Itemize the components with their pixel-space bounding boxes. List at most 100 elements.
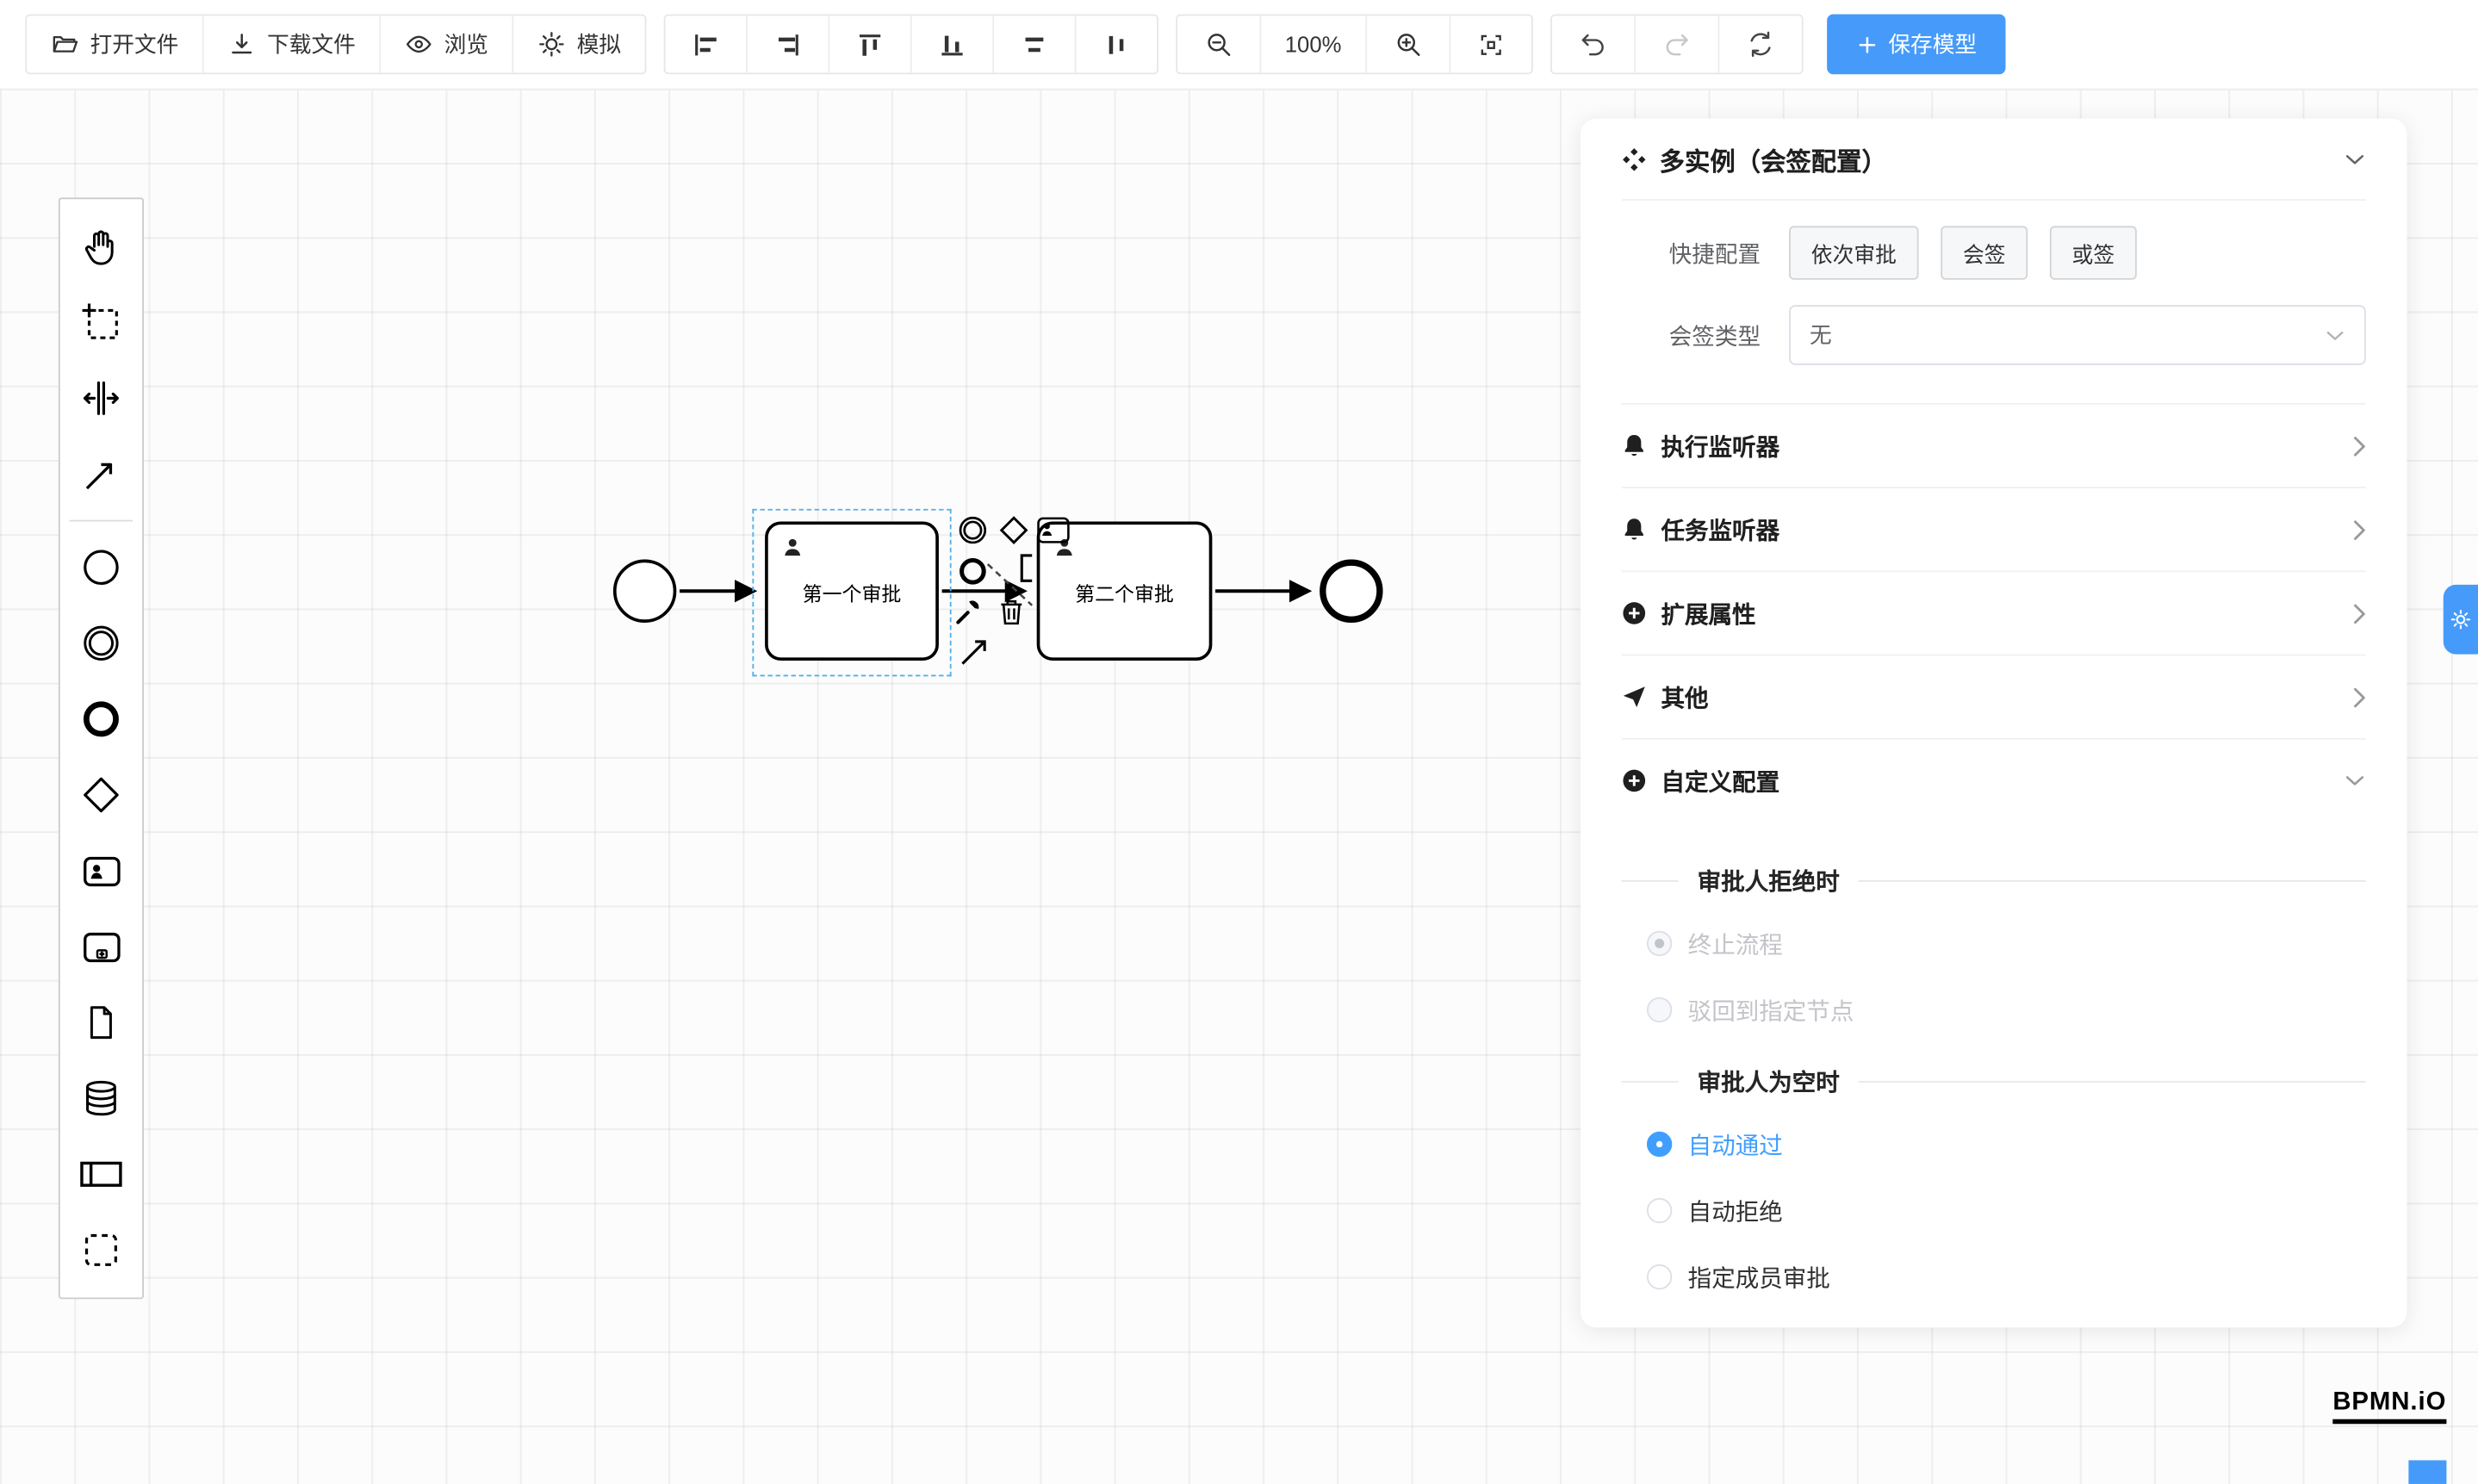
user-icon [780,536,804,564]
empty-divider-title: 审批人为空时 [1697,1070,1840,1097]
plus-circle-icon [1622,768,1647,793]
space-tool[interactable] [65,362,137,434]
zoom-in-icon [1394,30,1422,59]
align-center-horizontal-button[interactable] [994,16,1077,73]
download-file-label: 下载文件 [267,31,356,58]
create-start-event[interactable] [65,531,137,604]
gear-icon [537,30,566,59]
radio-terminate-process[interactable]: 终止流程 [1622,910,2366,977]
refresh-button[interactable] [1719,16,1802,73]
create-data-object[interactable] [65,986,137,1059]
end-event[interactable] [1320,559,1383,623]
create-user-task[interactable] [65,835,137,907]
radio-return-to-node[interactable]: 驳回到指定节点 [1622,977,2366,1043]
task-label: 第二个审批 [1075,582,1174,605]
align-left-button[interactable] [665,16,748,73]
align-left-icon [692,31,719,58]
simulate-button[interactable]: 模拟 [513,16,645,73]
send-icon [1622,685,1647,710]
chevron-right-icon [2351,601,2366,625]
context-text-annotation-icon[interactable] [1020,553,1034,583]
end-event-icon [83,701,119,737]
zoom-level[interactable]: 100% [1261,16,1367,73]
context-connect-icon[interactable] [960,636,991,667]
quick-option-sequential[interactable]: 依次审批 [1789,226,1919,280]
task-label: 第一个审批 [802,582,902,605]
redo-icon [1662,30,1691,59]
context-append-end-event-icon[interactable] [958,556,988,587]
section-execution-listener[interactable]: 执行监听器 [1621,402,2366,487]
radio-assign-member[interactable]: 指定成员审批 [1622,1244,2366,1310]
save-model-label: 保存模型 [1888,31,1978,58]
lasso-tool[interactable] [65,286,137,358]
quick-option-orsign[interactable]: 或签 [2049,226,2137,280]
align-center-horizontal-icon [1021,31,1047,58]
bpmn-io-logo[interactable]: BPMN.iO [2332,1389,2447,1425]
corner-accent [2408,1460,2447,1484]
settings-tab[interactable] [2443,584,2478,655]
create-data-store[interactable] [65,1062,137,1134]
toolbar: 打开文件 下载文件 浏览 模拟 100% [0,0,2478,90]
download-file-button[interactable]: 下载文件 [203,16,382,73]
context-append-task-icon[interactable] [1037,517,1071,543]
section-other[interactable]: 其他 [1621,654,2366,738]
align-bottom-icon [939,31,966,58]
preview-button[interactable]: 浏览 [381,16,514,73]
fit-viewport-icon [1477,31,1504,58]
sign-type-select[interactable]: 无 [1789,305,2366,365]
save-model-button[interactable]: 保存模型 [1826,14,2006,75]
fit-viewport-button[interactable] [1450,16,1531,73]
align-top-button[interactable] [829,16,912,73]
context-trash-icon[interactable] [997,598,1026,626]
redo-button[interactable] [1635,16,1720,73]
start-event-icon [84,550,119,586]
chevron-right-icon [2351,434,2366,458]
radio-label: 自动拒绝 [1687,1198,1783,1226]
section-custom-config[interactable]: 自定义配置 [1621,737,2366,822]
chevron-down-icon [2325,325,2345,345]
hand-tool[interactable] [65,210,137,283]
chevron-down-icon[interactable] [2344,148,2366,171]
create-group[interactable] [65,1214,137,1286]
global-connect-tool[interactable] [65,438,137,510]
context-append-intermediate-event-icon[interactable] [958,515,988,545]
start-event[interactable] [612,559,677,623]
eye-icon [405,30,433,59]
radio-auto-pass[interactable]: 自动通过 [1622,1111,2366,1177]
participant-icon [80,1161,122,1187]
quick-option-countersign[interactable]: 会签 [1941,226,2028,280]
create-end-event[interactable] [65,683,137,755]
align-center-vertical-button[interactable] [1076,16,1158,73]
create-intermediate-event[interactable] [65,607,137,680]
align-bottom-button[interactable] [911,16,995,73]
panel-header[interactable]: 多实例（会签配置） [1621,119,2366,202]
user-task-second-approval[interactable]: 第二个审批 [1036,521,1213,661]
file-group: 打开文件 下载文件 浏览 模拟 [25,14,647,75]
multi-instance-icon [1622,146,1647,171]
gateway-icon [84,777,119,813]
properties-panel: 多实例（会签配置） 快捷配置 依次审批 会签 或签 会签类型 无 执行监听器 [1580,118,2407,1328]
zoom-out-button[interactable] [1177,16,1262,73]
hand-icon [84,230,114,265]
quick-config-options: 依次审批 会签 或签 [1789,226,2137,280]
create-gateway[interactable] [65,759,137,831]
context-append-gateway-icon[interactable] [999,515,1029,545]
space-tool-icon [83,381,119,415]
chevron-right-icon [2351,518,2366,542]
zoom-in-button[interactable] [1366,16,1451,73]
create-participant[interactable] [65,1138,137,1210]
create-subprocess[interactable] [65,910,137,983]
palette [58,197,144,1300]
sign-type-value: 无 [1809,322,1832,348]
section-task-listener[interactable]: 任务监听器 [1621,487,2366,570]
undo-button[interactable] [1551,16,1636,73]
radio-auto-reject[interactable]: 自动拒绝 [1622,1177,2366,1244]
open-file-button[interactable]: 打开文件 [27,16,204,73]
section-extended-properties[interactable]: 扩展属性 [1621,570,2366,654]
radio-icon [1646,1264,1673,1290]
align-right-button[interactable] [747,16,830,73]
download-icon [227,30,256,59]
align-right-icon [774,31,801,58]
user-task-first-approval[interactable]: 第一个审批 [765,521,939,661]
context-wrench-icon[interactable] [954,598,983,626]
